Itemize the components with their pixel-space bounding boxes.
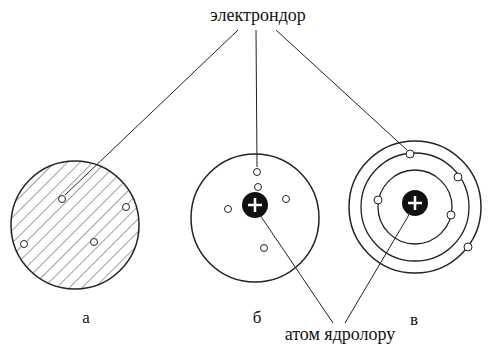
rutherford-model [191,154,319,282]
model-letter: в [410,311,418,330]
leader-lines [65,30,410,323]
thomson-model [0,150,160,310]
nucleus-label: атом ядролору [285,325,396,345]
model-letter: а [82,309,90,328]
electrons-label: электрондор [210,6,306,26]
bohr-model [349,141,481,273]
model-letter: б [253,309,262,328]
